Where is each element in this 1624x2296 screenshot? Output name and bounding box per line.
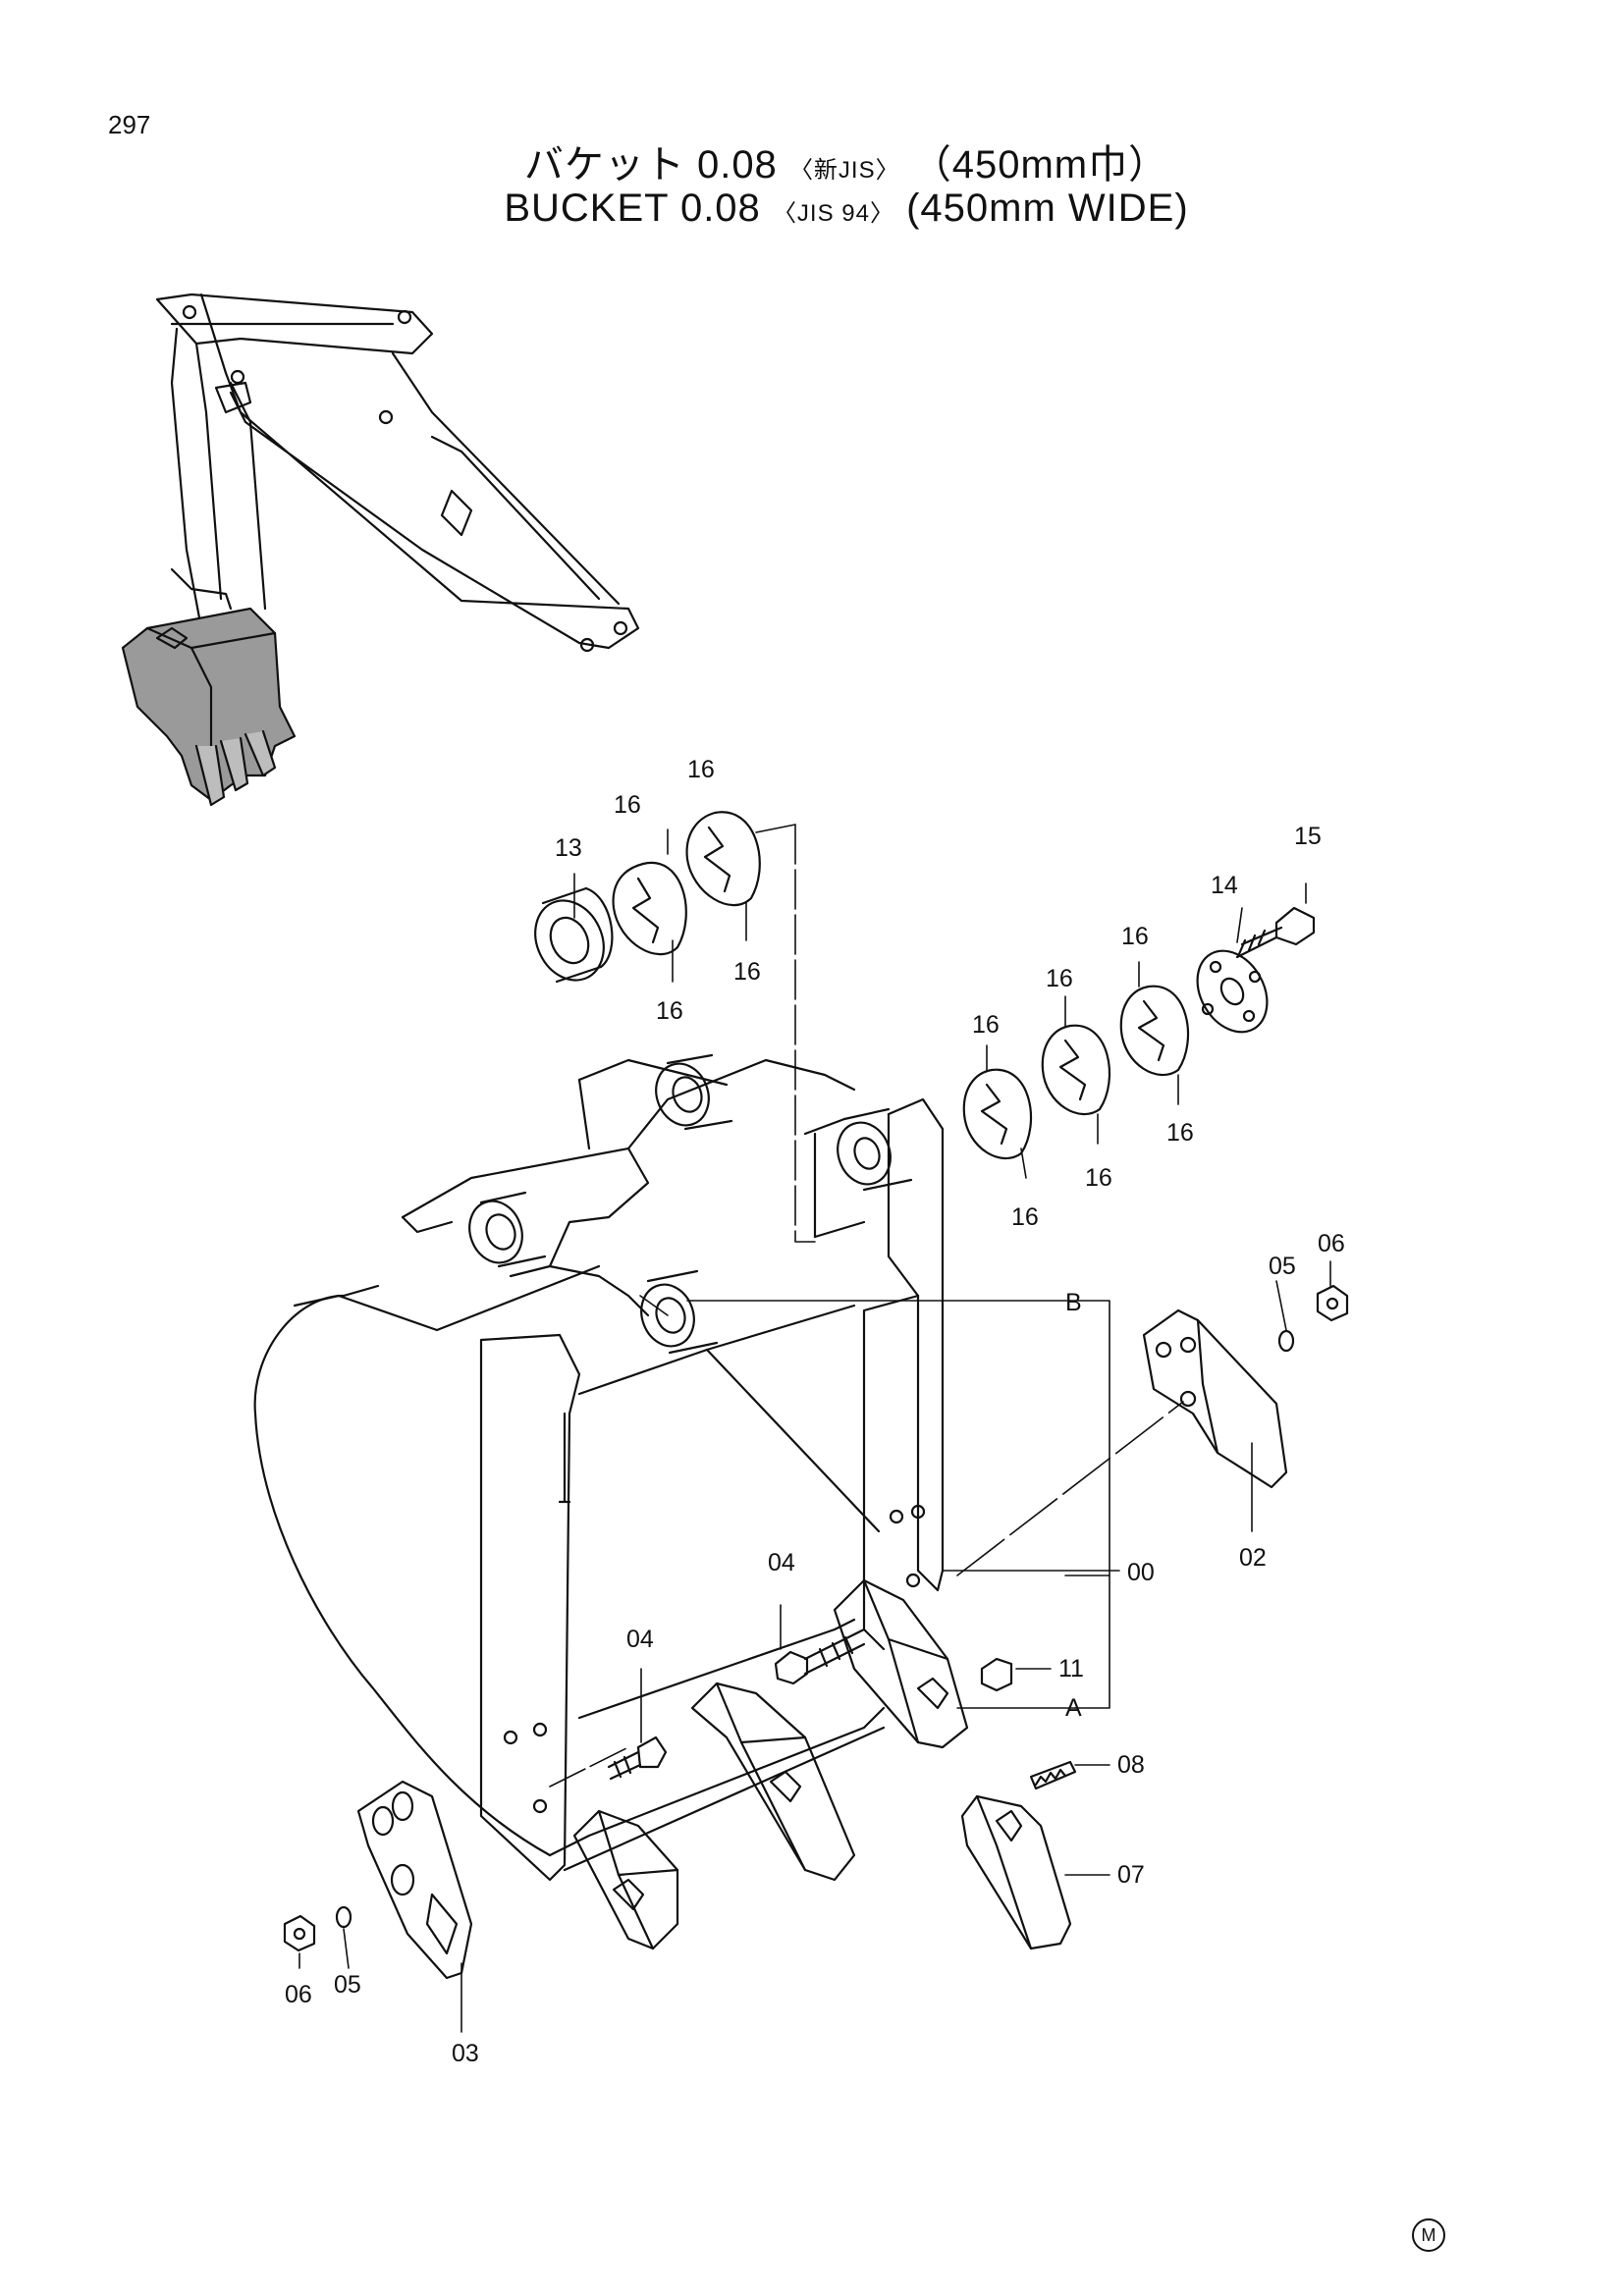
callout-15: 15 xyxy=(1294,823,1322,850)
title-en-standard: 〈JIS 94〉 xyxy=(772,200,894,227)
callout-14: 14 xyxy=(1211,872,1238,899)
excavator-arm-overview xyxy=(121,293,640,807)
title-jp-standard: 〈新JIS〉 xyxy=(788,157,900,184)
callout-16-g: 16 xyxy=(1046,965,1073,992)
reference-b: B xyxy=(1065,1289,1082,1316)
callout-07: 07 xyxy=(1117,1861,1145,1889)
side-cutter-03 xyxy=(356,1780,473,1980)
callout-16-h: 16 xyxy=(1085,1164,1112,1192)
pin-08 xyxy=(1029,1760,1077,1790)
callout-16-e: 16 xyxy=(972,1011,1000,1039)
bolt-04-lower xyxy=(607,1735,668,1781)
callout-16-d: 16 xyxy=(656,997,683,1025)
nut-06-left xyxy=(283,1914,316,1952)
side-cutter-02 xyxy=(1142,1308,1288,1489)
title-en-main: BUCKET 0.08 xyxy=(504,187,761,230)
washer-05-right xyxy=(1277,1329,1295,1353)
callout-13: 13 xyxy=(555,834,582,862)
callout-04-upper: 04 xyxy=(768,1549,795,1576)
manufacturer-mark: M xyxy=(1412,2218,1445,2252)
callout-16-c: 16 xyxy=(733,958,761,986)
callout-03: 03 xyxy=(452,2040,479,2067)
leader-lines xyxy=(298,824,1331,2033)
tooth-07 xyxy=(960,1794,1072,1950)
callout-16-b: 16 xyxy=(687,756,715,783)
title-english: BUCKET 0.08 〈JIS 94〉 (450mm WIDE) xyxy=(0,187,1624,231)
title-jp-width: （450mm巾） xyxy=(911,143,1169,187)
bolt-04-upper xyxy=(774,1628,866,1685)
nut-06-right xyxy=(1316,1284,1349,1322)
callout-05-left: 05 xyxy=(334,1971,361,1999)
callout-16-f: 16 xyxy=(1011,1203,1039,1231)
callout-02: 02 xyxy=(1239,1544,1267,1572)
washer-05-left xyxy=(335,1905,352,1929)
bolt-15 xyxy=(1235,906,1316,959)
callout-16-a: 16 xyxy=(614,791,641,819)
shim-group-upper xyxy=(612,811,761,956)
callout-08: 08 xyxy=(1117,1751,1145,1779)
bucket-body xyxy=(253,1053,945,1882)
reference-a: A xyxy=(1065,1694,1082,1722)
callout-11: 11 xyxy=(1058,1655,1084,1682)
lock-11 xyxy=(980,1657,1013,1692)
callout-06-left: 06 xyxy=(285,1981,312,2008)
callout-00: 00 xyxy=(1127,1559,1155,1586)
bushing-13 xyxy=(534,886,614,984)
page-number: 297 xyxy=(108,110,151,139)
title-en-width: (450mm WIDE) xyxy=(906,187,1189,230)
tooth-adapters xyxy=(572,1578,969,1950)
title-japanese: バケット 0.08 〈新JIS〉 （450mm巾） xyxy=(0,133,1624,189)
shim-group-right xyxy=(962,985,1190,1159)
title-jp-main: バケット 0.08 xyxy=(523,143,778,187)
callout-06-right: 06 xyxy=(1318,1230,1345,1257)
callout-05-right: 05 xyxy=(1269,1253,1296,1280)
callout-16-i: 16 xyxy=(1121,923,1149,950)
plate-14 xyxy=(1196,949,1269,1034)
callout-04-lower: 04 xyxy=(626,1626,654,1653)
callout-labels: 00 02 03 04 04 05 05 06 06 07 08 11 13 1… xyxy=(285,756,1345,2067)
callout-16-j: 16 xyxy=(1166,1119,1194,1147)
